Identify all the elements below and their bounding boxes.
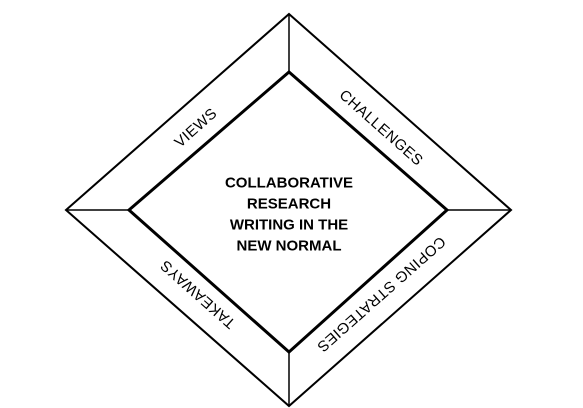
band-label-takeaways: TAKEAWAYS	[157, 256, 239, 331]
center-title-line-3: WRITING IN THE	[230, 217, 348, 234]
center-title-line-1: COLLABORATIVE	[225, 175, 353, 192]
center-title-line-2: RESEARCH	[247, 196, 331, 213]
band-label-challenges: CHALLENGES	[336, 87, 427, 170]
center-title-line-4: NEW NORMAL	[237, 238, 342, 255]
